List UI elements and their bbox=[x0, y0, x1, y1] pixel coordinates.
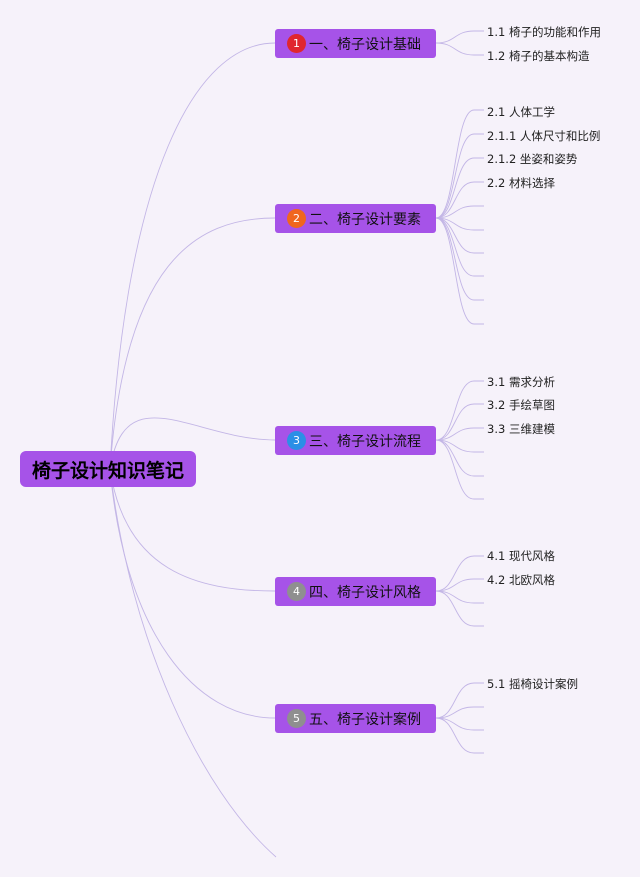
trailing-connector bbox=[109, 468, 277, 858]
leaf-connector-4-3 bbox=[435, 590, 484, 604]
priority-3-icon: 3 bbox=[287, 431, 306, 450]
branch-connector-3 bbox=[109, 417, 276, 470]
leaf-connector-3-6 bbox=[435, 439, 484, 500]
subtopic-2-1-1[interactable]: 2.1.1 人体尺寸和比例 bbox=[487, 129, 601, 143]
leaf-connector-3-4 bbox=[435, 439, 484, 453]
leaf-connector-5-4 bbox=[435, 717, 484, 754]
subtopic-5-1[interactable]: 5.1 摇椅设计案例 bbox=[487, 677, 578, 691]
leaf-connector-1-1 bbox=[435, 30, 484, 44]
subtopic-3-1[interactable]: 3.1 需求分析 bbox=[487, 375, 555, 389]
leaf-connector-3-5 bbox=[435, 439, 484, 477]
branch-topic-1[interactable]: 1 一、椅子设计基础 bbox=[275, 29, 436, 58]
leaf-connector-3-1 bbox=[435, 380, 484, 441]
subtopic-2-2[interactable]: 2.2 材料选择 bbox=[487, 176, 555, 190]
branch-connector-2 bbox=[109, 217, 276, 470]
branch-topic-label: 二、椅子设计要素 bbox=[309, 211, 421, 228]
branch-topic-label: 一、椅子设计基础 bbox=[309, 36, 421, 53]
leaf-connector-2-8 bbox=[435, 217, 484, 277]
subtopic-4-1[interactable]: 4.1 现代风格 bbox=[487, 549, 555, 563]
leaf-connector-4-1 bbox=[435, 555, 484, 592]
branch-topic-5[interactable]: 5 五、椅子设计案例 bbox=[275, 704, 436, 733]
leaf-connector-2-4 bbox=[435, 181, 484, 219]
priority-2-icon: 2 bbox=[287, 209, 306, 228]
priority-1-icon: 1 bbox=[287, 34, 306, 53]
leaf-connector-4-2 bbox=[435, 578, 484, 592]
branch-topic-3[interactable]: 3 三、椅子设计流程 bbox=[275, 426, 436, 455]
subtopic-1-2[interactable]: 1.2 椅子的基本构造 bbox=[487, 49, 590, 63]
leaf-connector-5-2 bbox=[435, 706, 484, 719]
leaf-connector-1-2 bbox=[435, 42, 484, 56]
subtopic-3-3[interactable]: 3.3 三维建模 bbox=[487, 422, 555, 436]
subtopic-2-1[interactable]: 2.1 人体工学 bbox=[487, 105, 555, 119]
leaf-connector-5-1 bbox=[435, 682, 484, 719]
leaf-connector-4-4 bbox=[435, 590, 484, 627]
subtopic-3-2[interactable]: 3.2 手绘草图 bbox=[487, 398, 555, 412]
subtopic-2-1-2[interactable]: 2.1.2 坐姿和姿势 bbox=[487, 152, 578, 166]
leaf-connector-2-7 bbox=[435, 217, 484, 254]
priority-4-icon: 4 bbox=[287, 582, 306, 601]
subtopic-1-1[interactable]: 1.1 椅子的功能和作用 bbox=[487, 25, 601, 39]
branch-connector-1 bbox=[109, 42, 276, 470]
leaf-connector-2-5 bbox=[435, 205, 484, 219]
branch-connector-4 bbox=[109, 468, 276, 592]
leaf-connector-2-6 bbox=[435, 217, 484, 231]
leaf-connector-3-2 bbox=[435, 403, 484, 441]
subtopic-4-2[interactable]: 4.2 北欧风格 bbox=[487, 573, 555, 587]
root-topic-label: 椅子设计知识笔记 bbox=[31, 459, 184, 482]
branch-topic-2[interactable]: 2 二、椅子设计要素 bbox=[275, 204, 436, 233]
priority-5-icon: 5 bbox=[287, 709, 306, 728]
branch-topic-label: 三、椅子设计流程 bbox=[309, 433, 421, 450]
branch-topic-label: 五、椅子设计案例 bbox=[309, 711, 421, 728]
branch-topic-4[interactable]: 4 四、椅子设计风格 bbox=[275, 577, 436, 606]
leaf-connector-2-10 bbox=[435, 217, 484, 325]
branch-topic-label: 四、椅子设计风格 bbox=[309, 584, 421, 601]
leaf-connector-5-3 bbox=[435, 717, 484, 731]
branch-connector-5 bbox=[109, 468, 276, 719]
root-topic[interactable]: 椅子设计知识笔记 bbox=[20, 451, 196, 487]
leaf-connector-2-1 bbox=[435, 109, 484, 219]
leaf-connector-3-3 bbox=[435, 427, 484, 441]
leaf-connector-2-2 bbox=[435, 133, 484, 219]
leaf-connector-2-3 bbox=[435, 157, 484, 219]
